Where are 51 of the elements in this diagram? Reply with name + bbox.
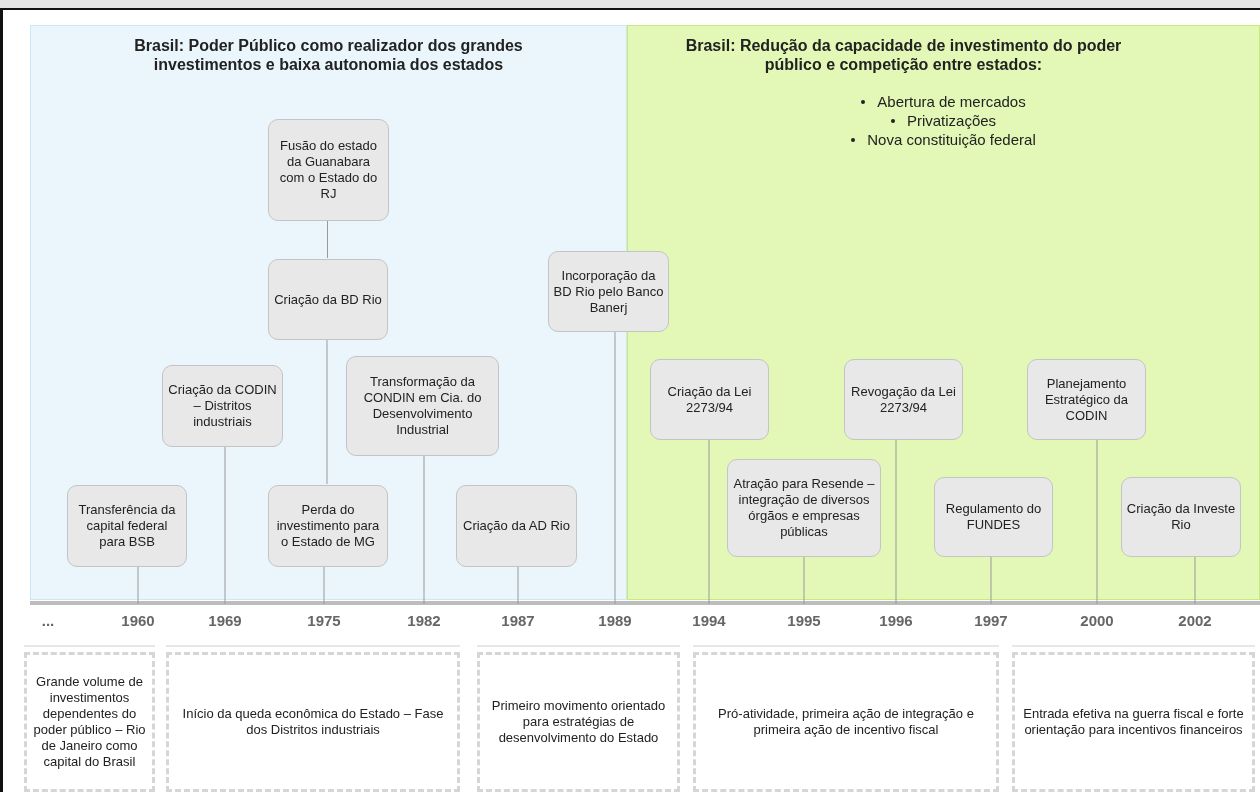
connector-line [708,438,710,605]
connector-line [423,454,425,605]
summary-box: Entrada efetiva na guerra fiscal e forte orientação para incentivos financeiros [1012,652,1255,792]
year-label: 1969 [195,604,255,634]
period-heading: Brasil: Poder Público como realizador dos grandes investimentos e baixa autonomia dos estados [133,36,524,74]
connector-line [1194,555,1196,605]
connector-line [323,565,325,605]
summary-box: Grande volume de investimentos dependentes do poder público – Rio de Janeiro como capital do Brasil [24,652,155,792]
ellipsis-label: ... [40,611,56,631]
event-box: Atração para Resende – integração de diversos órgãos e empresas públicas [727,459,881,557]
event-box: Criação da Investe Rio [1121,477,1241,557]
connector-line [614,331,616,605]
year-label: 1989 [585,604,645,634]
year-label: 1997 [961,604,1021,634]
connector-line [803,555,805,605]
event-box: Criação da BD Rio [268,259,388,340]
year-label: 1994 [679,604,739,634]
year-label: 1996 [866,604,926,634]
bullet-item: Privatizações [906,111,997,130]
connector-line [224,445,226,605]
event-box: Criação da AD Rio [456,485,577,567]
event-box: Perda do investimento para o Estado de MG [268,485,388,567]
year-label: 2000 [1067,604,1127,634]
connector-line [137,565,139,605]
event-box: Incorporação da BD Rio pelo Banco Banerj [548,251,669,332]
connector-line [895,438,897,605]
year-label: 1975 [294,604,354,634]
event-box: Transferência da capital federal para BSB [67,485,187,567]
year-label: 1987 [488,604,548,634]
connector-line [327,219,328,259]
summary-box: Pró-atividade, primeira ação de integração e primeira ação de incentivo fiscal [693,652,999,792]
event-box: Revogação da Lei 2273/94 [844,359,963,440]
period-heading: Brasil: Redução da capacidade de investimento do poder público e competição entre estados: [684,36,1123,74]
event-box: Regulamento do FUNDES [934,477,1053,557]
year-label: 1982 [394,604,454,634]
event-box: Fusão do estado da Guanabara com o Estado do RJ [268,119,389,221]
connector-line [990,555,992,605]
summary-box: Início da queda econômica do Estado – Fase dos Distritos industriais [166,652,460,792]
year-label: 1995 [774,604,834,634]
event-box: Transformação da CONDIN em Cia. do Desenvolvimento Industrial [346,356,499,456]
bullet-item: Nova constituição federal [867,130,1036,149]
summary-box: Primeiro movimento orientado para estratégias de desenvolvimento do Estado [477,652,680,792]
event-box: Criação da Lei 2273/94 [650,359,769,440]
bullet-item: Abertura de mercados [877,92,1026,111]
connector-line [326,338,328,485]
year-label: 1960 [108,604,168,634]
connector-line [517,565,519,605]
connector-line [1096,438,1098,605]
event-box: Criação da CODIN – Distritos industriais [162,365,283,447]
year-label: 2002 [1165,604,1225,634]
event-box: Planejamento Estratégico da CODIN [1027,359,1146,440]
